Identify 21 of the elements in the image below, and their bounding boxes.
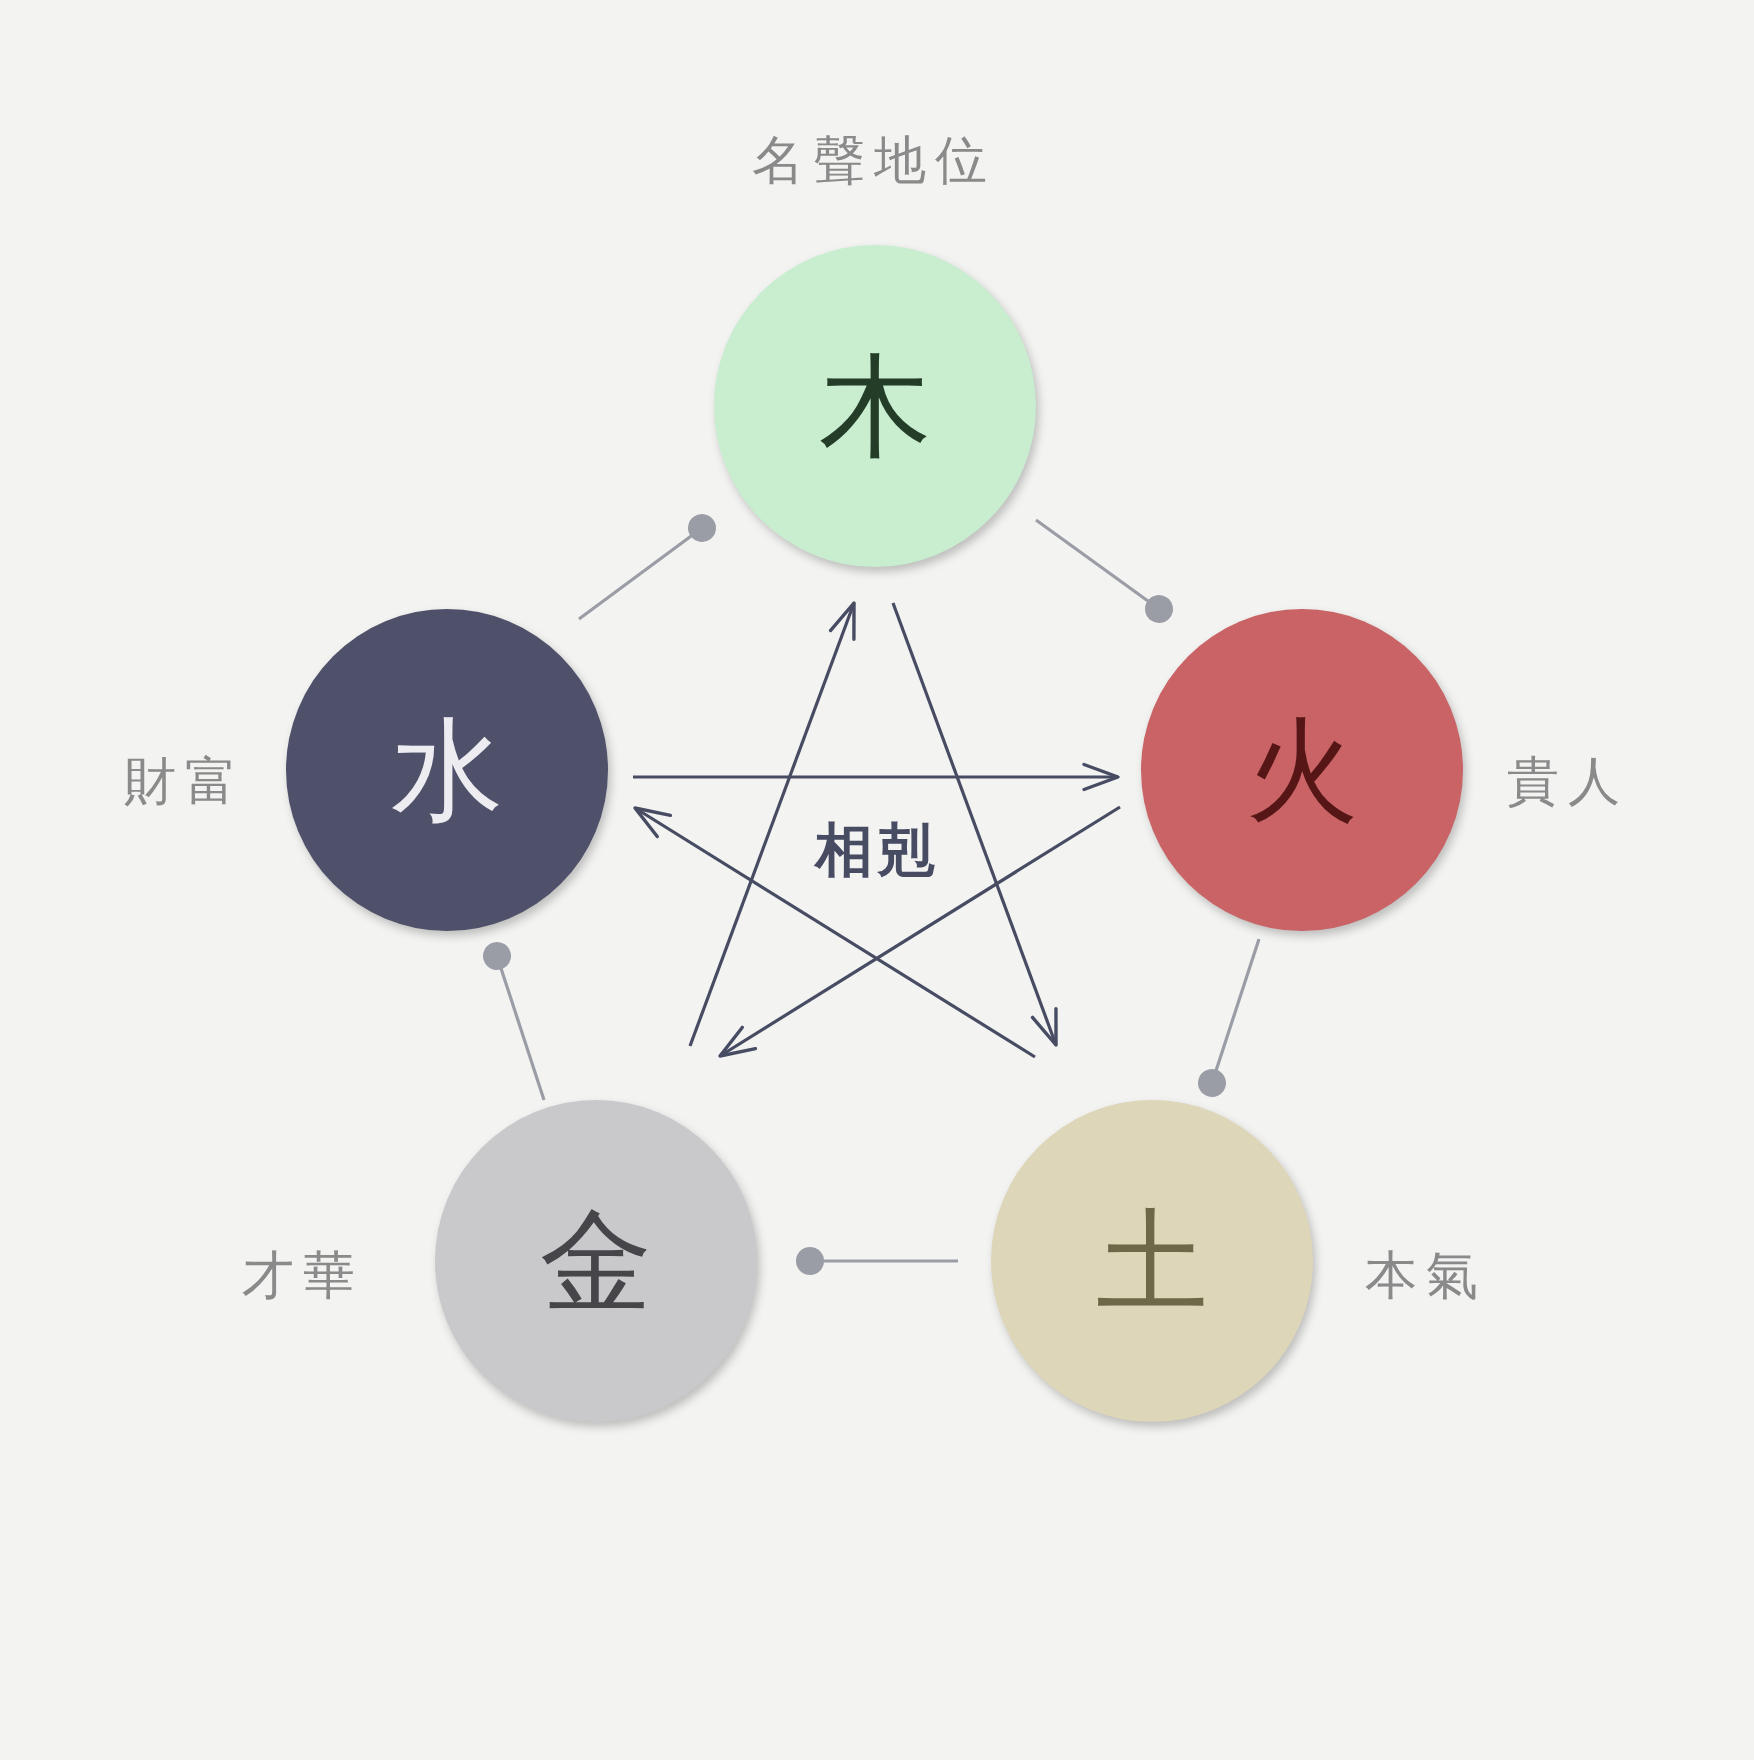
side-label: 名聲地位	[752, 134, 996, 186]
side-label: 財富	[124, 755, 246, 807]
circle-label: 土	[1096, 1205, 1208, 1317]
arrow	[718, 805, 1121, 1058]
dot-connector	[483, 942, 546, 1101]
circle-label: 金	[540, 1205, 652, 1317]
side-label: 本氣	[1365, 1249, 1487, 1301]
circle-label: 水	[391, 714, 503, 826]
dot-connector	[1198, 938, 1261, 1097]
dot-connector	[1035, 518, 1173, 623]
center-label: 相剋	[815, 821, 939, 879]
dot-connector	[796, 1247, 958, 1275]
side-label: 才華	[242, 1249, 364, 1301]
circle-label: 木	[819, 350, 931, 462]
side-label: 貴人	[1507, 755, 1629, 807]
arrow	[633, 762, 1120, 792]
dot-connector	[578, 514, 716, 621]
arrow	[688, 601, 856, 1047]
circle-label: 火	[1246, 714, 1358, 826]
arrow	[633, 806, 1036, 1059]
arrow	[891, 602, 1058, 1047]
